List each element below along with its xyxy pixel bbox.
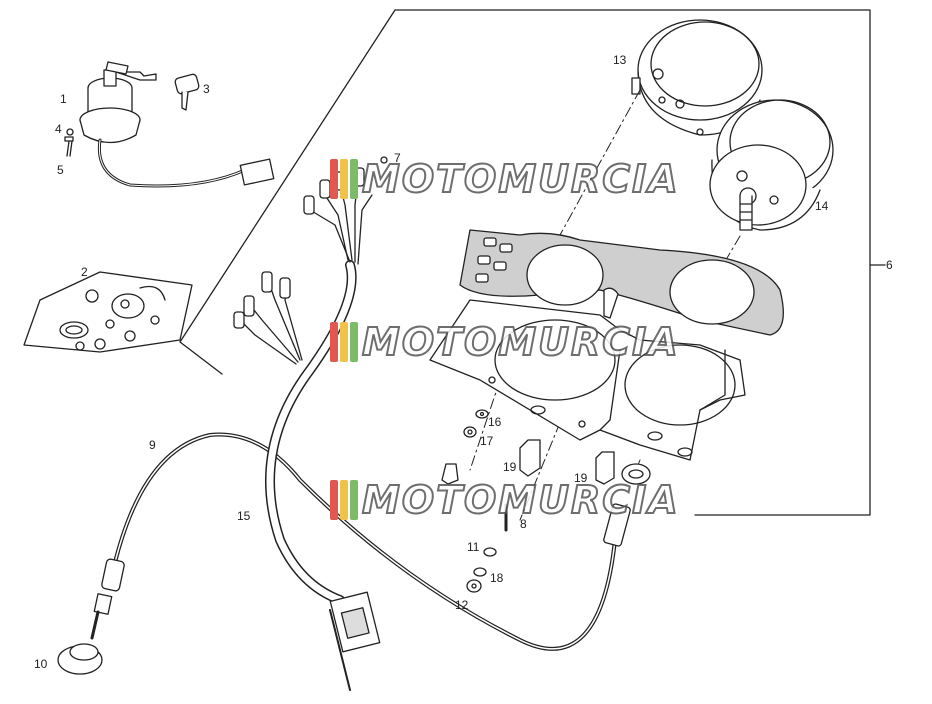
callout-8: 8 [520, 517, 527, 531]
flag-stripe [350, 322, 358, 362]
callout-2: 2 [81, 265, 88, 279]
watermark-text: MOTOMURCIA [361, 156, 680, 202]
callout-3: 3 [203, 82, 210, 96]
watermark-flag-icon [330, 322, 358, 362]
gauge-14 [709, 99, 834, 231]
watermark-text: MOTOMURCIA [361, 319, 680, 365]
flag-stripe [330, 480, 338, 520]
callout-5: 5 [57, 163, 64, 177]
flag-stripe [340, 159, 348, 199]
callout-13: 13 [613, 53, 627, 67]
flag-stripe [340, 322, 348, 362]
wiring-harness [233, 156, 388, 691]
flag-stripe [330, 322, 338, 362]
flag-stripe [330, 159, 338, 199]
callout-9: 9 [149, 438, 156, 452]
flag-stripe [350, 480, 358, 520]
watermark-text: MOTOMURCIA [361, 477, 680, 523]
instrument-bracket [429, 299, 746, 461]
ignition-switch [79, 61, 275, 188]
speedometer-cable [57, 432, 631, 675]
watermark: MOTOMURCIA [330, 477, 680, 523]
flag-stripe [350, 159, 358, 199]
callout-17: 17 [480, 434, 494, 448]
callout-6: 6 [886, 258, 893, 272]
callout-14: 14 [815, 199, 829, 213]
watermark: MOTOMURCIA [330, 156, 680, 202]
screw [64, 128, 74, 157]
gauge-13 [631, 19, 763, 136]
callout-4: 4 [55, 122, 62, 136]
key [174, 73, 200, 111]
callout-18: 18 [490, 571, 504, 585]
parts-kit [23, 271, 193, 353]
hardware [441, 287, 651, 593]
callout-7: 7 [394, 151, 401, 165]
callout-10: 10 [34, 657, 48, 671]
callout-11: 11 [467, 540, 480, 554]
callout-19: 19 [503, 460, 517, 474]
flag-stripe [340, 480, 348, 520]
callout-15: 15 [237, 509, 251, 523]
callout-19: 19 [574, 471, 588, 485]
watermark-flag-icon [330, 159, 358, 199]
watermark: MOTOMURCIA [330, 319, 680, 365]
watermark-flag-icon [330, 480, 358, 520]
instrument-cover [459, 229, 784, 336]
callout-16: 16 [488, 415, 502, 429]
callout-12: 12 [455, 598, 469, 612]
group-frame [179, 9, 886, 516]
callout-1: 1 [60, 92, 67, 106]
